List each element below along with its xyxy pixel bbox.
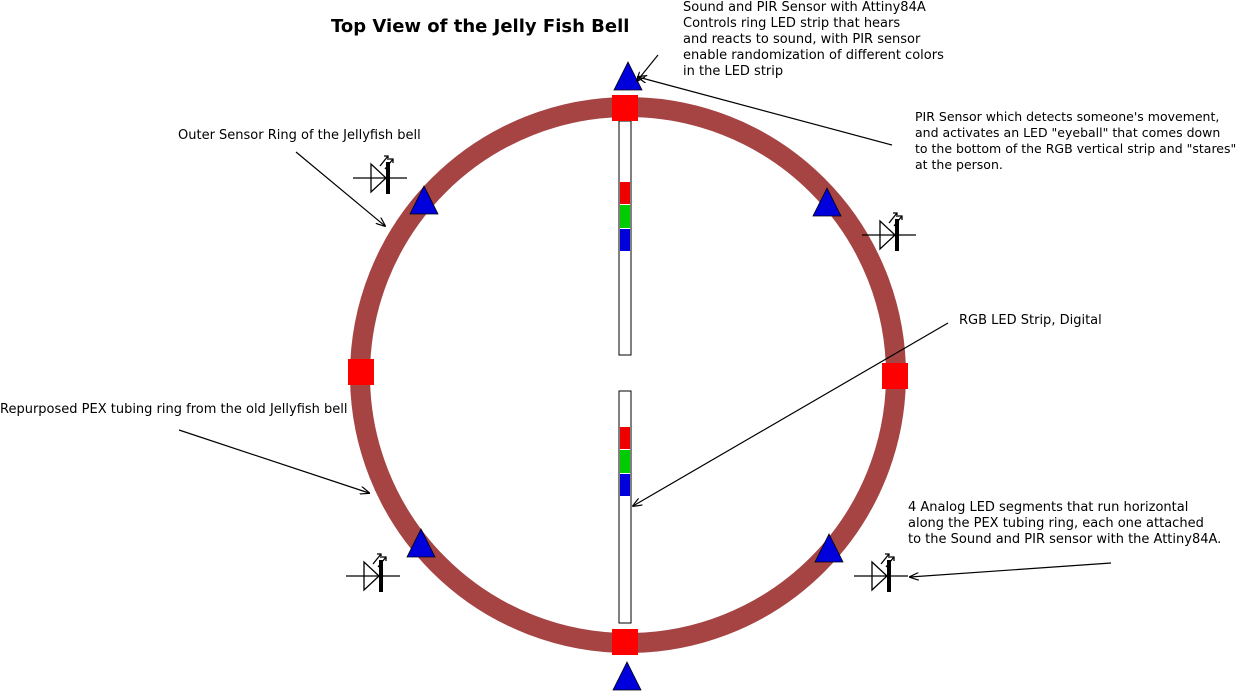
sound-sensor-line-4: enable randomization of different colors [683, 48, 944, 63]
connector-right [882, 363, 908, 389]
sensor-triangle-lower-right [814, 533, 844, 563]
sound-sensor-label: Sound and PIR Sensor with Attiny84A Cont… [683, 0, 944, 80]
arrow-pir-sensor [638, 77, 893, 146]
connector-bottom [612, 629, 638, 655]
led-symbol-lower-left [346, 553, 400, 592]
arrow-rgb-strip [633, 322, 949, 506]
analog-segments-label: 4 Analog LED segments that run horizonta… [908, 500, 1221, 548]
rgb-led-red-top [620, 182, 630, 204]
sound-sensor-line-5: in the LED strip [683, 64, 784, 79]
outer-ring-label: Outer Sensor Ring of the Jellyfish bell [178, 128, 421, 143]
rgb-strip-label: RGB LED Strip, Digital [959, 313, 1102, 328]
sensor-triangle-top [613, 61, 643, 91]
arrow-analog-segments [910, 562, 1112, 577]
led-symbol-lower-right [854, 553, 908, 592]
analog-segments-line-3: to the Sound and PIR sensor with the Att… [908, 532, 1222, 547]
sensor-triangle-upper-left [409, 185, 439, 215]
rgb-led-blue-bottom [620, 474, 630, 496]
rgb-led-blue-top [620, 229, 630, 251]
analog-segments-line-1: 4 Analog LED segments that run horizonta… [908, 500, 1189, 515]
pir-sensor-line-3: to the bottom of the RGB vertical strip … [915, 141, 1237, 156]
pir-sensor-label: PIR Sensor which detects someone's movem… [915, 109, 1236, 173]
sensor-triangle-upper-right [812, 187, 842, 217]
sensor-triangle-lower-left [406, 528, 436, 558]
rgb-led-green-top [620, 205, 630, 228]
rgb-strip-bottom [618, 390, 632, 624]
connector-left [348, 359, 374, 385]
led-symbol-upper-left [353, 155, 407, 194]
sound-sensor-line-2: Controls ring LED strip that hears [683, 16, 901, 31]
diagram-title: Top View of the Jelly Fish Bell [331, 16, 630, 37]
sound-sensor-line-1: Sound and PIR Sensor with Attiny84A [683, 0, 926, 15]
led-symbol-upper-right [862, 212, 916, 251]
rgb-led-red-bottom [620, 427, 630, 449]
rgb-led-green-bottom [620, 450, 630, 473]
connector-top [612, 95, 638, 121]
arrow-outer-ring [295, 151, 385, 226]
pir-sensor-line-2: and activates an LED "eyeball" that come… [915, 125, 1221, 140]
arrow-pex-ring [178, 429, 369, 493]
sound-sensor-line-3: and reacts to sound, with PIR sensor [683, 32, 921, 47]
pir-sensor-line-1: PIR Sensor which detects someone's movem… [915, 109, 1220, 124]
sensor-triangle-bottom [612, 661, 642, 691]
pex-ring-label: Repurposed PEX tubing ring from the old … [0, 402, 348, 417]
pir-sensor-line-4: at the person. [915, 157, 1003, 172]
analog-segments-line-2: along the PEX tubing ring, each one atta… [908, 516, 1204, 531]
